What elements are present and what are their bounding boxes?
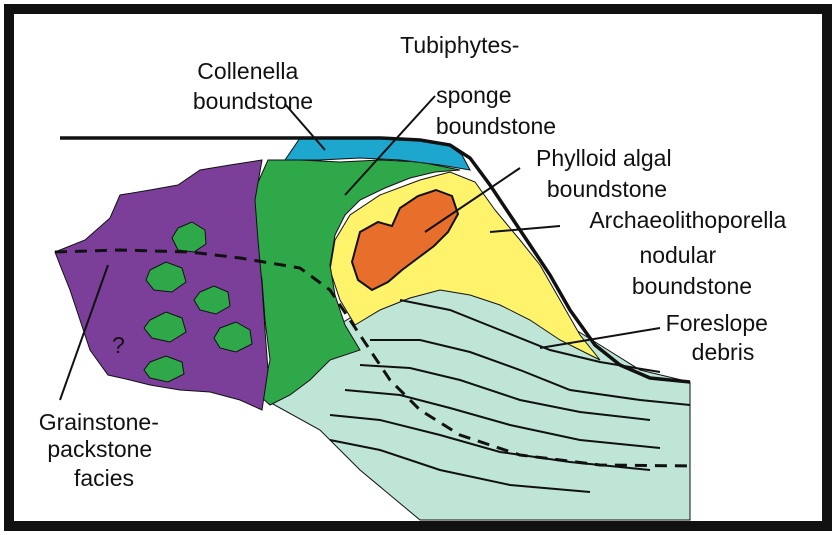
label-tubiphytes-line2: sponge bbox=[436, 82, 511, 108]
label-phylloid-line2: boundstone bbox=[547, 176, 667, 202]
label-tubiphytes-line3: boundstone bbox=[436, 113, 556, 139]
label-archaeo-line1: Archaeolithoporella bbox=[589, 207, 786, 233]
label-grainstone-line2: packstone bbox=[47, 436, 152, 462]
label-grainstone-line3: facies bbox=[74, 465, 134, 491]
label-foreslope-line2: debris bbox=[692, 339, 755, 365]
label-foreslope-line1: Foreslope bbox=[666, 310, 768, 336]
label-phylloid-line1: Phylloid algal bbox=[536, 145, 672, 171]
label-question: ? bbox=[112, 332, 125, 358]
label-tubiphytes-line1: Tubiphytes- bbox=[400, 32, 519, 58]
label-grainstone-line1: Grainstone- bbox=[39, 409, 159, 435]
label-collenella-line2: boundstone bbox=[193, 88, 313, 114]
label-collenella-line1: Collenella bbox=[197, 58, 298, 84]
label-archaeo-line2: nodular bbox=[639, 242, 716, 268]
label-archaeo-line3: boundstone bbox=[632, 273, 752, 299]
